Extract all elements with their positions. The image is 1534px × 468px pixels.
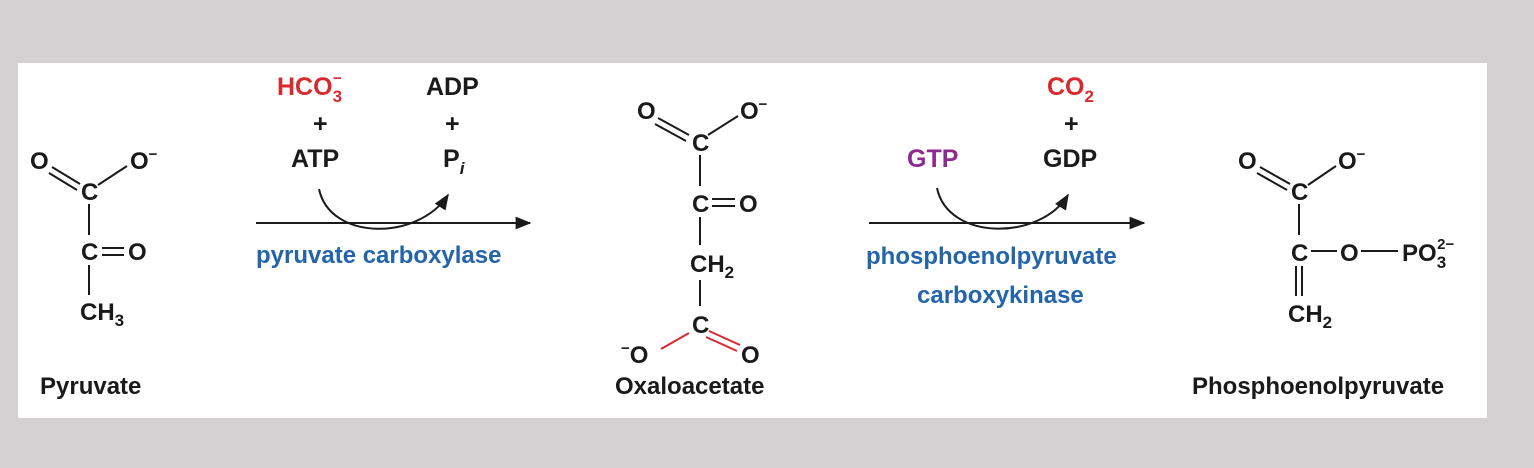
pep-ester-o: O	[1340, 240, 1359, 267]
pep-o-left: O	[1238, 148, 1257, 175]
pyruvate-structure: O O− C C O CH3 Pyruvate	[30, 146, 158, 400]
oaa-keto-o: O	[739, 191, 758, 218]
plus-sign: +	[445, 110, 460, 138]
pyruvate-keto-o: O	[128, 239, 147, 266]
enzyme-pepck-line2: carboxykinase	[917, 282, 1084, 309]
oaa-c1: C	[692, 130, 709, 157]
pep-label: Phosphoenolpyruvate	[1192, 373, 1444, 400]
oaa-o-right: O−	[740, 96, 768, 125]
pyruvate-label: Pyruvate	[40, 373, 141, 400]
pyruvate-keto-c: C	[81, 239, 98, 266]
bicarbonate: HCO3−	[277, 70, 342, 106]
oaa-c4: C	[692, 312, 709, 339]
pyruvate-carboxyl-c: C	[81, 179, 98, 206]
inorganic-phosphate: Pi	[443, 145, 466, 178]
reaction-diagram: O O− C C O CH3 Pyruvate HCO3− + ATP ADP …	[30, 70, 1454, 400]
adp: ADP	[426, 73, 479, 101]
oxaloacetate-label: Oxaloacetate	[615, 373, 764, 400]
phosphoryl-group: PO32−	[1402, 236, 1454, 272]
pyruvate-methyl: CH3	[80, 299, 124, 330]
enzyme-pepck-line1: phosphoenolpyruvate	[866, 243, 1117, 270]
pyruvate-o-right: O−	[130, 146, 158, 175]
oaa-ch2: CH2	[690, 251, 734, 282]
reaction-1: HCO3− + ATP ADP + Pi pyruvate carboxylas…	[256, 70, 532, 269]
carbon-dioxide: CO2	[1047, 73, 1094, 106]
oaa-o-left: O	[637, 98, 656, 125]
gdp: GDP	[1043, 145, 1097, 173]
curved-arrow	[936, 187, 1069, 230]
enzyme-pyruvate-carboxylase: pyruvate carboxylase	[256, 242, 501, 269]
oxaloacetate-structure: O O− C C O CH2 C −O O Oxaloacetate	[615, 96, 768, 400]
pep-c2: C	[1291, 240, 1308, 267]
oaa-o-bottom-right: O	[741, 342, 760, 369]
diagram-panel: O O− C C O CH3 Pyruvate HCO3− + ATP ADP …	[18, 63, 1487, 418]
pep-carboxyl-c: C	[1291, 179, 1308, 206]
gtp: GTP	[907, 145, 958, 173]
pep-o-right: O−	[1338, 146, 1366, 175]
pep-ch2: CH2	[1288, 301, 1332, 332]
curved-arrow	[318, 188, 449, 230]
pyruvate-o-left: O	[30, 148, 49, 175]
plus-sign: +	[313, 110, 328, 138]
plus-sign: +	[1064, 110, 1079, 138]
oaa-o-bottom-left: −O	[621, 340, 648, 369]
pep-structure: O O− C C O PO32− CH2 Phosphoenolpyruvate	[1192, 146, 1454, 400]
oaa-c2: C	[692, 191, 709, 218]
reaction-2: CO2 + GTP GDP phosphoenolpyruvate carbox…	[866, 73, 1146, 309]
atp: ATP	[291, 145, 339, 173]
